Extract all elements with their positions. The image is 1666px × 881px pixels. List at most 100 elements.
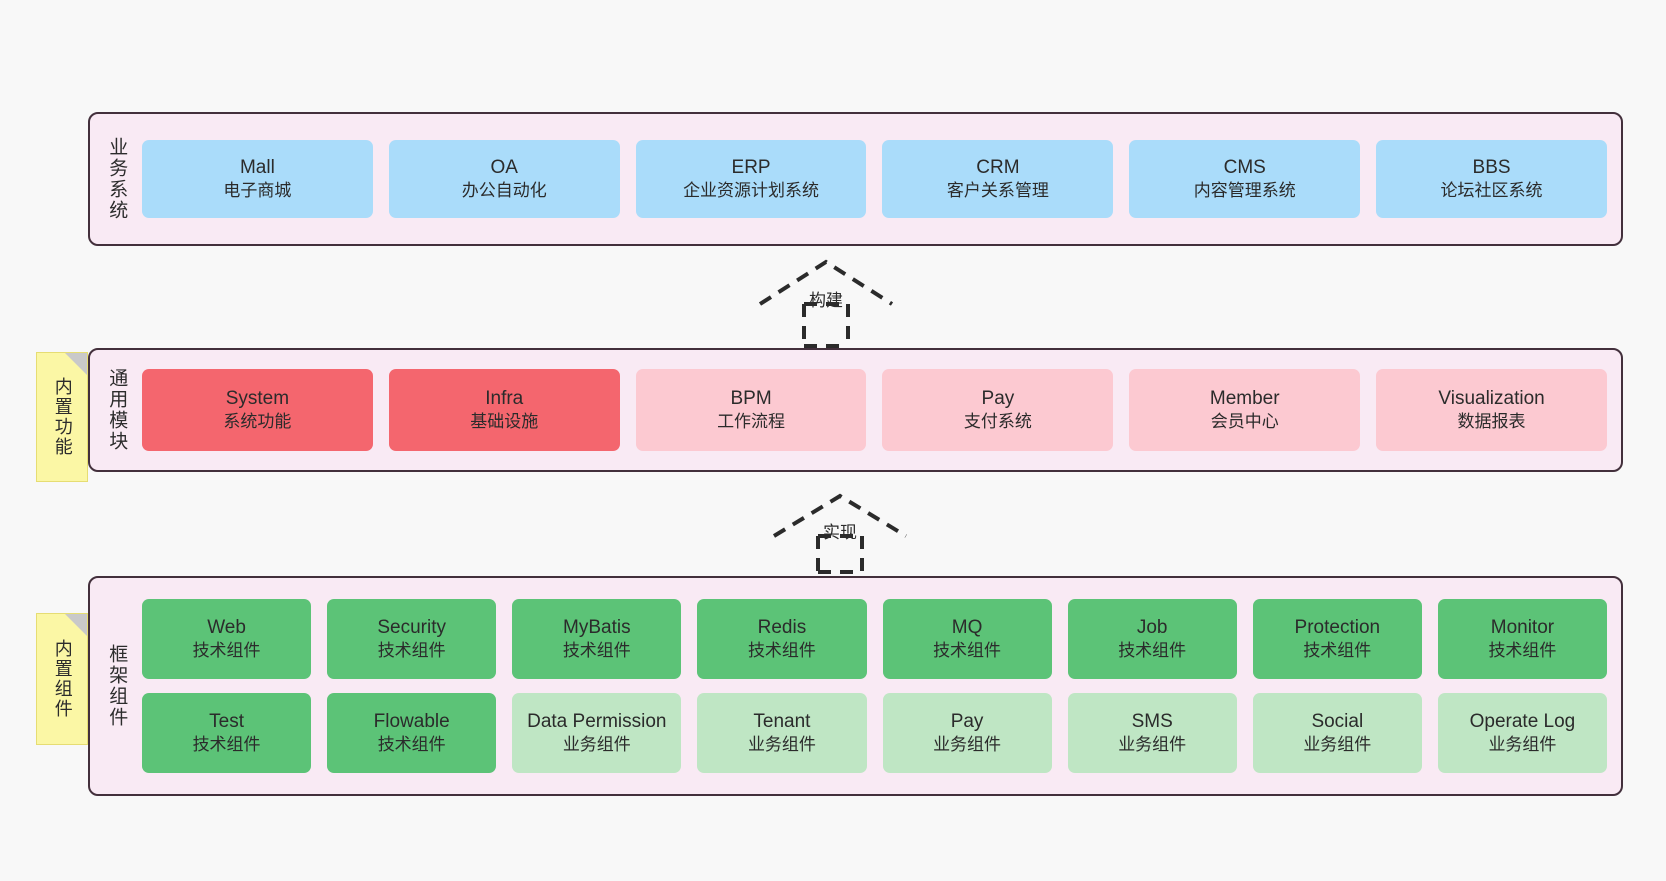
card-subtitle: 数据报表 <box>1457 412 1526 432</box>
card-title: OA <box>490 156 518 178</box>
card-title: Infra <box>485 387 524 409</box>
card-title: Security <box>377 616 446 638</box>
card-title: Monitor <box>1490 616 1555 638</box>
card-title: Redis <box>757 616 807 638</box>
layer-framework-components[interactable]: 框架组件 Web 技术组件 Security 技术组件 MyBatis 技术组件… <box>88 576 1623 796</box>
card-subtitle: 客户关系管理 <box>946 181 1049 201</box>
card-subtitle: 电子商城 <box>223 181 292 201</box>
card-subtitle: 业务组件 <box>1118 735 1187 755</box>
layer-body-common-modules: System 系统功能 Infra 基础设施 BPM 工作流程 Pay 支付系统… <box>142 350 1621 470</box>
card-subtitle: 论坛社区系统 <box>1440 181 1543 201</box>
connector-label-build: 构建 <box>809 291 843 310</box>
card-title: Tenant <box>753 710 811 732</box>
card-subtitle: 业务组件 <box>1488 735 1557 755</box>
card-data-permission[interactable]: Data Permission 业务组件 <box>512 693 682 773</box>
card-subtitle: 企业资源计划系统 <box>683 181 820 201</box>
card-subtitle: 办公自动化 <box>461 181 547 201</box>
card-title: MyBatis <box>563 616 631 638</box>
layer-body-framework-components: Web 技术组件 Security 技术组件 MyBatis 技术组件 Redi… <box>142 578 1621 794</box>
card-visualization[interactable]: Visualization 数据报表 <box>1376 369 1607 451</box>
card-subtitle: 业务组件 <box>747 735 816 755</box>
card-monitor[interactable]: Monitor 技术组件 <box>1437 599 1607 679</box>
card-cms[interactable]: CMS 内容管理系统 <box>1129 140 1361 218</box>
card-title: Member <box>1209 387 1280 409</box>
layer-title-framework-components: 框架组件 <box>106 644 128 728</box>
generalization-arrow-icon <box>758 259 894 348</box>
card-title: CRM <box>976 156 1020 178</box>
card-tenant[interactable]: Tenant 业务组件 <box>697 693 867 773</box>
card-title: Job <box>1136 616 1168 638</box>
card-social[interactable]: Social 业务组件 <box>1252 693 1422 773</box>
card-subtitle: 技术组件 <box>1118 641 1187 661</box>
card-row: Test 技术组件 Flowable 技术组件 Data Permission … <box>142 693 1607 773</box>
card-oa[interactable]: OA 办公自动化 <box>388 140 620 218</box>
card-subtitle: 内容管理系统 <box>1193 181 1296 201</box>
card-title: MQ <box>951 616 983 638</box>
layer-business-systems[interactable]: 业务系统 Mall 电子商城 OA 办公自动化 ERP 企业资源计划系统 CRM… <box>88 112 1623 246</box>
card-member[interactable]: Member 会员中心 <box>1129 369 1361 451</box>
card-subtitle: 技术组件 <box>747 641 816 661</box>
card-title: Pay <box>950 710 984 732</box>
card-redis[interactable]: Redis 技术组件 <box>697 599 867 679</box>
card-title: CMS <box>1223 156 1266 178</box>
card-title: SMS <box>1131 710 1173 732</box>
card-row: Web 技术组件 Security 技术组件 MyBatis 技术组件 Redi… <box>142 599 1607 679</box>
card-flowable[interactable]: Flowable 技术组件 <box>327 693 497 773</box>
sticky-note-builtin-components: 内置组件 <box>36 613 88 745</box>
card-bpm[interactable]: BPM 工作流程 <box>635 369 867 451</box>
card-title: ERP <box>731 156 771 178</box>
card-job[interactable]: Job 技术组件 <box>1067 599 1237 679</box>
card-bbs[interactable]: BBS 论坛社区系统 <box>1376 140 1607 218</box>
card-mq[interactable]: MQ 技术组件 <box>882 599 1052 679</box>
card-subtitle: 技术组件 <box>192 735 261 755</box>
connector-label-implement: 实现 <box>823 523 857 542</box>
card-title: BPM <box>730 387 772 409</box>
card-row: Mall 电子商城 OA 办公自动化 ERP 企业资源计划系统 CRM 客户关系… <box>142 140 1607 218</box>
card-protection[interactable]: Protection 技术组件 <box>1252 599 1422 679</box>
card-sms[interactable]: SMS 业务组件 <box>1067 693 1237 773</box>
card-subtitle: 技术组件 <box>1303 641 1372 661</box>
card-title: Mall <box>239 156 275 178</box>
card-subtitle: 技术组件 <box>562 641 631 661</box>
card-security[interactable]: Security 技术组件 <box>327 599 497 679</box>
card-subtitle: 业务组件 <box>1303 735 1372 755</box>
card-pay[interactable]: Pay 支付系统 <box>882 369 1114 451</box>
card-subtitle: 技术组件 <box>377 735 446 755</box>
layer-title-common-modules: 通用模块 <box>106 368 128 452</box>
card-system[interactable]: System 系统功能 <box>142 369 373 451</box>
sticky-note-label: 内置功能 <box>52 377 73 457</box>
card-mybatis[interactable]: MyBatis 技术组件 <box>512 599 682 679</box>
card-title: BBS <box>1472 156 1511 178</box>
card-title: Test <box>209 710 244 732</box>
sticky-note-builtin-features: 内置功能 <box>36 352 88 482</box>
connector-implement: 实现 <box>770 492 910 574</box>
card-mall[interactable]: Mall 电子商城 <box>142 140 373 218</box>
connector-build: 构建 <box>756 258 896 348</box>
card-title: Data Permission <box>527 710 667 732</box>
layer-common-modules[interactable]: 通用模块 System 系统功能 Infra 基础设施 BPM 工作流程 Pay… <box>88 348 1623 472</box>
card-test[interactable]: Test 技术组件 <box>142 693 312 773</box>
card-subtitle: 业务组件 <box>933 735 1002 755</box>
card-subtitle: 技术组件 <box>933 641 1002 661</box>
card-pay-component[interactable]: Pay 业务组件 <box>882 693 1052 773</box>
card-subtitle: 支付系统 <box>963 412 1032 432</box>
generalization-arrow-icon <box>772 493 908 574</box>
card-operate-log[interactable]: Operate Log 业务组件 <box>1437 693 1607 773</box>
layer-title-business-systems: 业务系统 <box>106 137 128 221</box>
card-title: Pay <box>981 387 1015 409</box>
card-row: System 系统功能 Infra 基础设施 BPM 工作流程 Pay 支付系统… <box>142 369 1607 451</box>
card-infra[interactable]: Infra 基础设施 <box>388 369 620 451</box>
card-title: Operate Log <box>1469 710 1576 732</box>
card-subtitle: 系统功能 <box>223 412 292 432</box>
card-subtitle: 工作流程 <box>717 412 786 432</box>
card-subtitle: 技术组件 <box>192 641 261 661</box>
card-web[interactable]: Web 技术组件 <box>142 599 312 679</box>
card-erp[interactable]: ERP 企业资源计划系统 <box>635 140 867 218</box>
card-title: System <box>225 387 290 409</box>
card-subtitle: 会员中心 <box>1210 412 1279 432</box>
sticky-note-label: 内置组件 <box>52 639 73 719</box>
card-subtitle: 基础设施 <box>470 412 539 432</box>
card-title: Social <box>1311 710 1364 732</box>
card-crm[interactable]: CRM 客户关系管理 <box>882 140 1114 218</box>
